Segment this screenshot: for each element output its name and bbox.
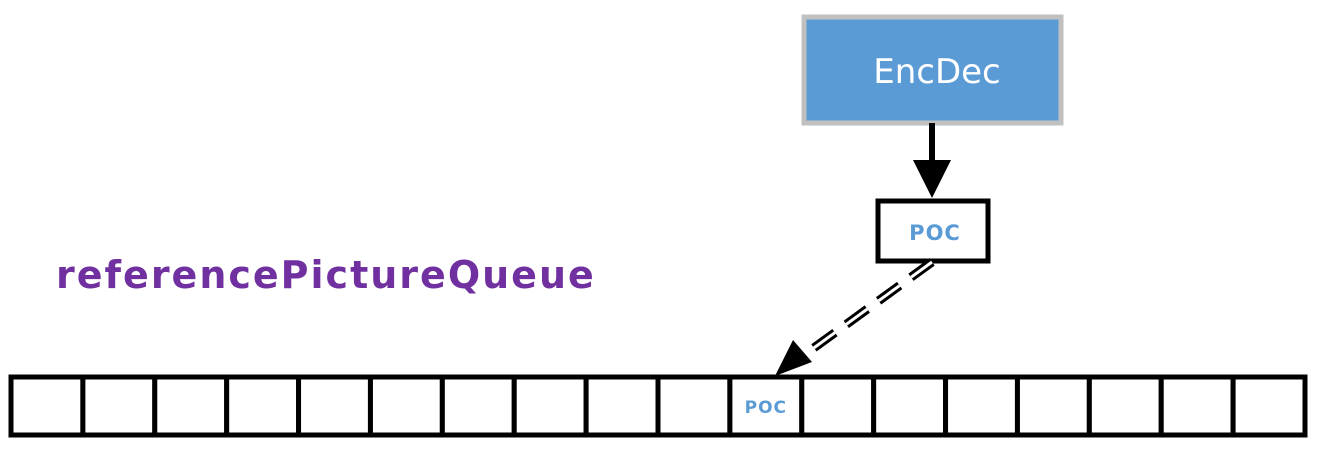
encdec-node: EncDec <box>801 14 1064 126</box>
poc-to-queue-arrow <box>775 258 935 376</box>
poc-node: POC <box>875 198 991 264</box>
queue-title: referencePictureQueue <box>56 253 596 297</box>
queue-slot <box>871 374 949 438</box>
queue-slot <box>511 374 589 438</box>
queue-slot <box>1014 374 1092 438</box>
queue-slot <box>152 374 230 438</box>
queue-slot <box>8 374 86 438</box>
reference-picture-queue: POC <box>8 374 1308 438</box>
poc-box <box>875 198 991 264</box>
queue-slot <box>655 374 733 438</box>
queue-slot-poc-label: POC <box>745 398 787 418</box>
encdec-label: EncDec <box>873 52 1001 92</box>
encdec-to-poc-arrow <box>913 123 951 198</box>
queue-slot <box>1230 374 1308 438</box>
queue-slot <box>296 374 373 438</box>
queue-slot <box>224 374 302 438</box>
queue-slot <box>80 374 158 438</box>
queue-slot <box>943 374 1020 438</box>
queue-slot <box>799 374 877 438</box>
queue-slot <box>583 374 661 438</box>
queue-slot <box>367 374 445 438</box>
encdec-box <box>801 14 1064 126</box>
queue-slot <box>1086 374 1164 438</box>
queue-slot <box>1158 374 1236 438</box>
poc-label: POC <box>909 221 961 245</box>
queue-slot <box>439 374 517 438</box>
